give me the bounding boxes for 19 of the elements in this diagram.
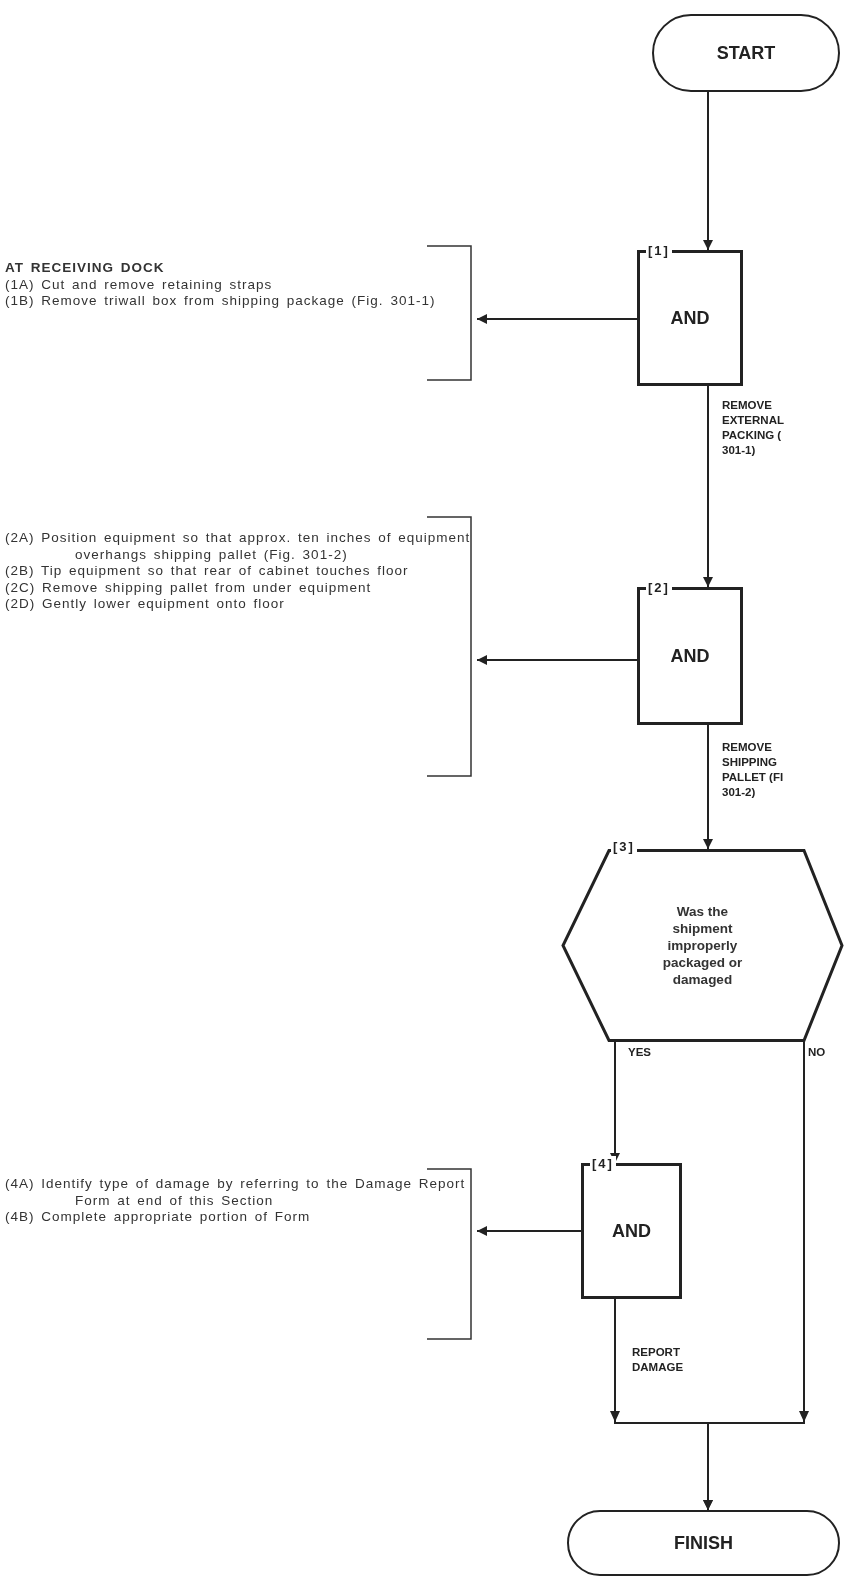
step-text: (4A) Identify type of damage by referring to the Damage Report Form at end of this Section xyxy=(5,1176,467,1209)
step-number: [2] xyxy=(646,580,672,596)
section-heading: AT RECEIVING DOCK xyxy=(5,260,166,277)
step-text: (2B) Tip equipment so that rear of cabinet touches floor xyxy=(5,563,410,580)
step-number: [3] xyxy=(611,839,637,855)
step-text: (2D) Gently lower equipment onto floor xyxy=(5,596,286,613)
step-text: (2C) Remove shipping pallet from under equipment xyxy=(5,579,373,596)
step-text: (4B) Complete appropriate portion of Form xyxy=(5,1209,312,1226)
step-text: (2A) Position equipment so that approx. ten inches of equipment overhangs shipping pallet (Fig. 301-2) xyxy=(5,530,472,563)
step-number: [1] xyxy=(646,243,672,259)
gate-text: AND xyxy=(612,1220,651,1242)
step-text: (1A) Cut and remove retaining straps xyxy=(5,276,274,293)
terminal-text: FINISH xyxy=(674,1532,733,1554)
question-text: Was the shipment improperly packaged or damaged xyxy=(661,903,744,988)
terminal-text: START xyxy=(716,42,776,64)
gate-text: AND xyxy=(670,307,710,329)
gate-text: AND xyxy=(670,645,710,667)
step-number: [4] xyxy=(590,1156,616,1172)
step-text: (1B) Remove triwall box from shipping package (Fig. 301-1) xyxy=(5,293,437,310)
